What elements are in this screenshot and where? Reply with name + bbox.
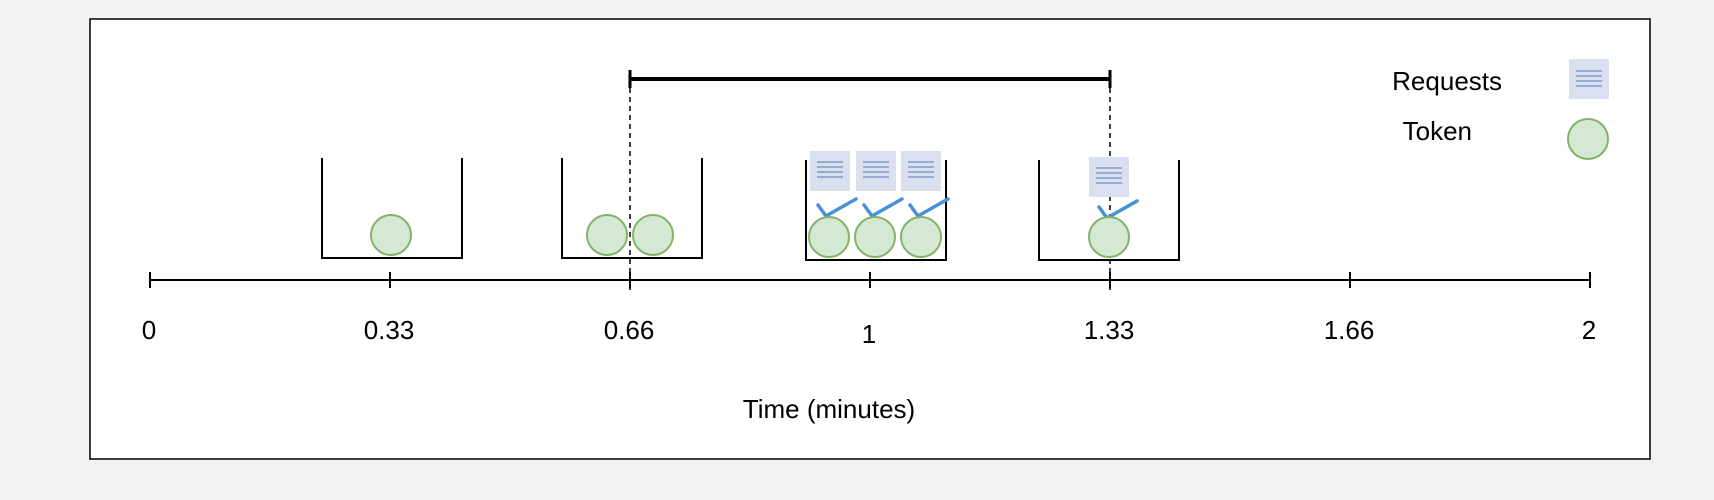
legend-requests-label: Requests xyxy=(1392,66,1502,96)
token xyxy=(808,216,850,258)
tick-label: 0.66 xyxy=(604,315,655,345)
tick-label: 1 xyxy=(862,319,876,349)
request xyxy=(810,151,850,191)
check-icon xyxy=(816,197,858,218)
token xyxy=(370,214,412,256)
token xyxy=(854,216,896,258)
legend: Requests Token xyxy=(1392,59,1609,160)
legend-token-label: Token xyxy=(1403,116,1472,146)
axis-ticks xyxy=(149,272,1591,288)
time-axis: 0 0.33 0.66 1 1.33 1.66 2 Time (minutes) xyxy=(142,272,1596,424)
legend-token-icon xyxy=(1567,118,1609,160)
bucket-1-33 xyxy=(1038,157,1180,261)
check-icon xyxy=(862,197,904,218)
tick-label: 1.33 xyxy=(1084,315,1135,345)
request xyxy=(901,151,941,191)
legend-requests-icon xyxy=(1569,59,1609,99)
tick-label: 1.66 xyxy=(1324,315,1375,345)
bucket-0-66 xyxy=(561,158,703,259)
check-icon xyxy=(908,197,950,218)
request xyxy=(1089,157,1129,197)
bucket-0-33 xyxy=(321,158,463,259)
request xyxy=(856,151,896,191)
token xyxy=(632,214,674,256)
tick-label: 0 xyxy=(142,315,156,345)
tick-label: 2 xyxy=(1582,315,1596,345)
token xyxy=(1088,216,1130,258)
bucket-1 xyxy=(805,151,950,261)
token xyxy=(900,216,942,258)
tick-label: 0.33 xyxy=(364,315,415,345)
token xyxy=(586,214,628,256)
axis-title: Time (minutes) xyxy=(743,394,915,424)
